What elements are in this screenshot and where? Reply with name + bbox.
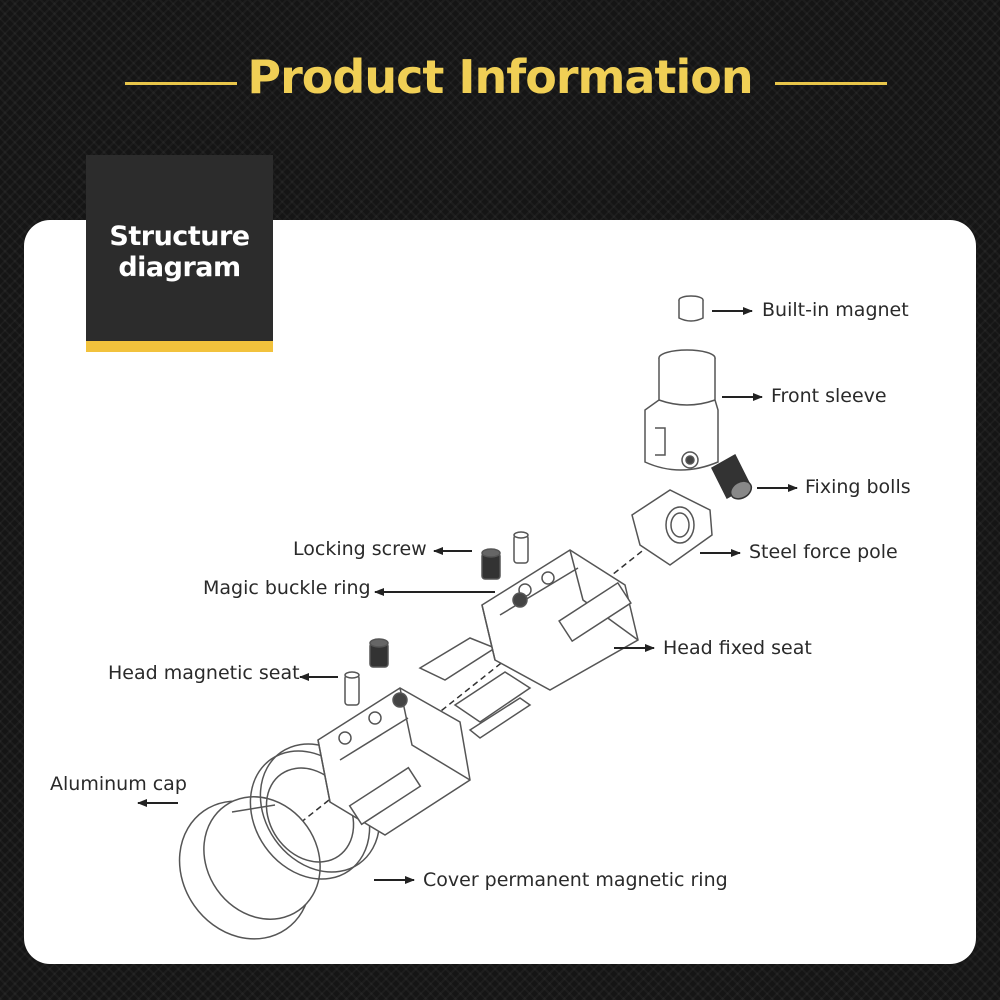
label-cover-permanent-magnetic-ring: Cover permanent magnetic ring [423, 869, 728, 891]
label-built-in-magnet: Built-in magnet [762, 299, 909, 321]
label-head-fixed-seat: Head fixed seat [663, 637, 812, 659]
aluminum-cap-part [178, 796, 321, 940]
middle-cylinders-part [418, 637, 532, 739]
steel-force-pole-part [631, 489, 713, 566]
head-fixed-seat-part [481, 549, 639, 691]
badge-title-line-1: Structure [109, 221, 250, 252]
label-magic-buckle-ring: Magic buckle ring [203, 577, 371, 599]
badge-title: Structure diagram [86, 221, 273, 283]
title-divider-left [125, 82, 237, 85]
built-in-magnet-part [678, 295, 704, 322]
fixing-bolls-part [711, 453, 753, 500]
label-aluminum-cap: Aluminum cap [50, 773, 187, 795]
label-steel-force-pole: Steel force pole [749, 541, 898, 563]
label-fixing-bolls: Fixing bolls [805, 476, 911, 498]
leader-arrows [137, 307, 798, 884]
badge-title-line-2: diagram [118, 252, 241, 283]
label-front-sleeve: Front sleeve [771, 385, 887, 407]
title-divider-right [775, 82, 887, 85]
head-screw-part [344, 638, 389, 706]
front-sleeve-part [644, 349, 719, 471]
section-badge: Structure diagram [86, 155, 273, 352]
locking-screw-part [481, 531, 529, 580]
header: Product Information [0, 44, 1000, 124]
page-title: Product Information [247, 50, 753, 104]
label-locking-screw: Locking screw [293, 538, 427, 560]
badge-accent-bar [86, 341, 273, 352]
head-magnetic-seat-part [317, 687, 471, 836]
central-axis [284, 504, 701, 836]
label-head-magnetic-seat: Head magnetic seat [108, 662, 300, 684]
